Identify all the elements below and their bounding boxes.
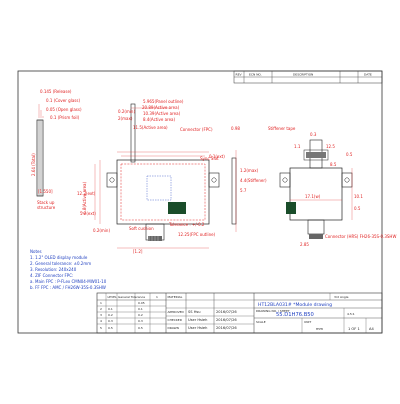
- checked-role: CHECKED: [168, 318, 183, 322]
- tol-row-4-val: 0.3: [138, 319, 143, 323]
- tol-row-2-no: 2: [100, 307, 102, 311]
- side-note-structure: structure: [37, 205, 56, 210]
- checked-date: 2016/07/26: [216, 318, 237, 322]
- back-dim-1: 0.3: [310, 132, 317, 137]
- sheet-count: 1 OF 1: [348, 327, 360, 331]
- back-dim-5: 8.5: [330, 162, 337, 167]
- tol-row-4-no: 4: [100, 319, 102, 323]
- tol-header-2: General Tolerance: [118, 295, 145, 299]
- tol-row-3-no: 3: [100, 313, 102, 317]
- checked-name: User Hsieh: [188, 318, 207, 322]
- back-dim-7: 10.1: [354, 194, 363, 199]
- drawing-title: HT12BLA031# *Module drawing: [258, 302, 332, 308]
- side-dim-total: 2.64 (Total): [31, 153, 36, 176]
- notes-item-3: 3. Resolution: 240x240: [30, 267, 77, 272]
- rev-col-ecn: ECN NO.: [249, 73, 262, 77]
- side-dim-ref: [1.550]: [38, 189, 53, 194]
- tol-row-3-val: 0.2: [138, 313, 143, 317]
- revision-header-table: REV ECN NO. DESCRIPTION DATE: [233, 70, 383, 84]
- drawn-name: User Hsieh: [188, 326, 207, 330]
- projection-label: 3rd Angle: [334, 295, 349, 299]
- edge-view: 0.98 1.2(max) 4.4(Stiffener) 5.7 Stiffen…: [231, 126, 296, 232]
- front-callout-cushion: Soft cushion: [129, 226, 154, 231]
- edge-dim-4: 5.7: [240, 188, 247, 193]
- edge-dim-2: 1.2(max): [240, 168, 259, 173]
- tol-row-4-lvl: 0.3: [108, 319, 113, 323]
- notes-item-5: a. Main FPC : P-FLex CMN04-MW01-10: [30, 279, 107, 284]
- front-dim-ext-2: 5.2(ext): [80, 211, 96, 216]
- sheet-size: A4: [369, 327, 374, 331]
- front-dim-active-3: 8.4(Active area): [143, 117, 175, 122]
- tol-row-1-val: 0.05: [138, 301, 145, 305]
- back-dim-8: 0.5: [354, 206, 361, 211]
- front-dim-panel-outline: 5.965(Panel outline): [143, 99, 184, 104]
- back-dim-3: 0.5: [346, 152, 353, 157]
- front-dim-active-5: 6.8(Active area): [82, 182, 87, 214]
- front-callout-tolerance: Tolerance : +/-0.2: [168, 222, 205, 227]
- front-view: 5.965(Panel outline) 20.89(Active area) …: [77, 99, 225, 254]
- edge-dim-3: 4.4(Stiffener): [240, 178, 267, 183]
- front-dim-fpc: 12.25(FPC outline): [178, 232, 216, 237]
- approved-role: APPROVED: [168, 310, 185, 314]
- drawing-no-label: DRAWING NO. / SHEET: [256, 309, 290, 313]
- tol-row-3-lvl: 0.2: [108, 313, 113, 317]
- side-dim-cover: 0.1 (Cover glass): [46, 98, 80, 103]
- tol-row-5-val: 0.5: [138, 326, 143, 330]
- side-note-stackup: Stack up: [37, 200, 55, 205]
- tol-row-2-val: 0.1: [138, 307, 143, 311]
- tol-header-1: LEVEL: [108, 295, 118, 299]
- back-callout-connector: Connector (HRS) FH26-35S-0.3SHW: [325, 234, 396, 239]
- title-block: LEVEL General Tolerance 1 1 0.05 2 0.1 0…: [96, 292, 383, 334]
- notes-item-6: b. FF FPC : AMC / FH26W-35S-0.3SHW: [30, 285, 106, 290]
- front-dim-min-2: 0.2(min): [93, 228, 110, 233]
- tol-row-5-no: 5: [100, 326, 102, 330]
- tol-row-1-no: 1: [100, 301, 102, 305]
- unit-value: mm: [316, 327, 324, 331]
- edge-callout-stiffener: Stiffener tape: [268, 126, 296, 131]
- back-dim-2: 12.5: [326, 144, 335, 149]
- tol-row-5-lvl: 0.5: [108, 326, 113, 330]
- unit-label: UNIT: [304, 320, 311, 324]
- front-dim-min: 0.2(min): [118, 109, 135, 114]
- front-dim-active-1: 20.89(Active area): [142, 105, 180, 110]
- rev-col-desc: DESCRIPTION: [293, 73, 313, 77]
- front-callout-sync: Sync Slot: [200, 156, 219, 161]
- front-callout-connector: Connector (FPC): [180, 127, 213, 132]
- front-dim-ext-3: 0.1(ext): [209, 154, 225, 159]
- material-label: MATERIAL: [168, 295, 183, 299]
- front-dim-ref: [1.2]: [133, 249, 143, 254]
- back-dim-6: 17.1(w): [305, 194, 321, 199]
- approved-date: 2016/07/26: [216, 310, 237, 314]
- side-view: 0.145 (Release) 0.1 (Cover glass) 0.05 (…: [31, 89, 82, 210]
- side-dim-prism: 0.1 (Prism foil): [50, 115, 80, 120]
- approved-name: SS Hsu: [188, 310, 201, 314]
- notes-block: Notes 1. 1.2" OLED display module 2. Gen…: [30, 249, 107, 290]
- tol-row-2-lvl: 0.1: [108, 307, 113, 311]
- back-dim-9: 2.85: [300, 242, 309, 247]
- rev-col-rev: REV: [236, 73, 243, 77]
- notes-item-1: 1. 1.2" OLED display module: [30, 255, 88, 260]
- back-view: 0.3 12.5 0.5 1.1 8.5 17.1(w) 10.1 0.5 2.…: [279, 132, 396, 247]
- side-dim-open: 0.05 (Open glass): [46, 107, 82, 112]
- notes-item-2: 2. General tolerance: ±0.2mm: [30, 261, 91, 266]
- drawn-date: 2016/07/26: [216, 326, 237, 330]
- front-dim-active-2: 10.39(Active area): [143, 111, 181, 116]
- notes-item-4: 4. ZIF Connector FPC:: [30, 273, 73, 278]
- front-dim-ext-1: 12.3(ext): [77, 191, 96, 196]
- drawing-number: 55.D1H76.B50: [276, 312, 314, 318]
- notes-heading: Notes: [30, 249, 42, 254]
- rev-col-date: DATE: [364, 73, 372, 77]
- scale-value: 4.5:1: [347, 312, 355, 316]
- front-dim-max: 2(max): [118, 116, 133, 121]
- front-dim-active-4: 11.5(Active area): [133, 125, 168, 130]
- scale-label: SCALE: [256, 320, 266, 324]
- back-dim-4: 1.1: [294, 144, 301, 149]
- tol-header-3: 1: [156, 295, 158, 299]
- side-dim-release: 0.145 (Release): [40, 89, 72, 94]
- edge-dim-1: 0.98: [231, 126, 240, 131]
- drawn-role: DRAWN: [168, 326, 179, 330]
